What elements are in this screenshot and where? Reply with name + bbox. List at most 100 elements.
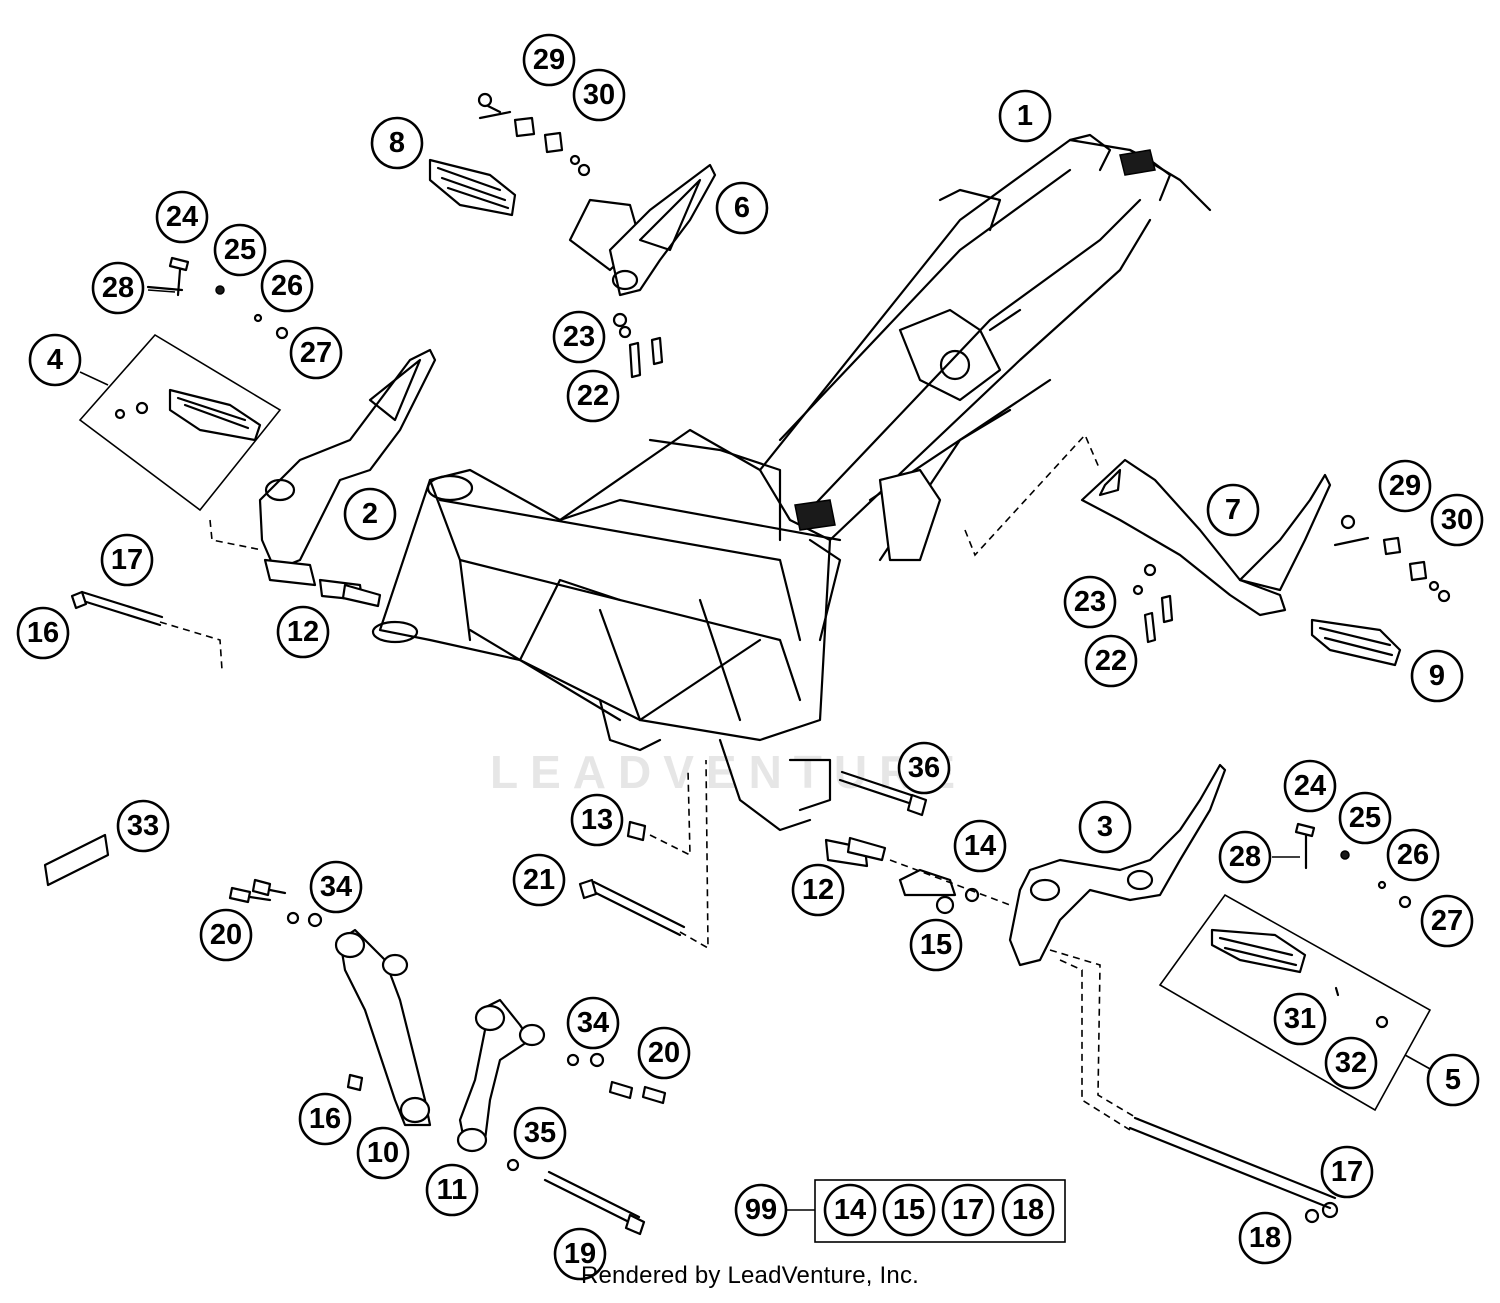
svg-text:99: 99 (745, 1194, 777, 1226)
callout-22-top: 22 (566, 369, 620, 423)
svg-text:18: 18 (1249, 1222, 1281, 1254)
right-long-axles (1128, 1116, 1339, 1224)
svg-text:9: 9 (1429, 660, 1445, 692)
leader-5 (1404, 1054, 1433, 1071)
kit-item-15: 15 (882, 1183, 936, 1237)
kit-item-17: 17 (941, 1183, 995, 1237)
svg-text:6: 6 (734, 192, 750, 224)
callout-12-center: 12 (791, 863, 845, 917)
callout-29-right: 29 (1378, 459, 1432, 513)
svg-text:11: 11 (437, 1174, 468, 1206)
hardware-34-20-right (566, 1052, 667, 1105)
watermark: LEADVENTURE (490, 746, 967, 798)
svg-text:20: 20 (648, 1037, 680, 1069)
frame-to-7-dashline (964, 433, 1101, 557)
pad-strip-33 (43, 833, 110, 887)
callout-16-left: 16 (16, 606, 70, 660)
callout-16-bottom: 16 (298, 1092, 352, 1146)
upper-footpeg-rubber (428, 158, 517, 217)
kit-item-18: 18 (1001, 1183, 1055, 1237)
callout-28-left: 28 (91, 261, 145, 315)
left-footpeg-rubber (114, 388, 262, 442)
svg-text:12: 12 (287, 616, 319, 648)
leader-4 (79, 371, 109, 386)
svg-text:29: 29 (533, 44, 565, 76)
callout-11: 11 (425, 1163, 479, 1217)
callout-9: 9 (1410, 649, 1464, 703)
svg-text:12: 12 (802, 874, 834, 906)
svg-text:24: 24 (166, 201, 198, 233)
svg-text:17: 17 (111, 544, 143, 576)
svg-text:22: 22 (1095, 645, 1127, 677)
callout-26-right: 26 (1386, 828, 1440, 882)
right-footpeg-rubber-5 (1210, 928, 1389, 1029)
right-axle-dashline (1049, 949, 1141, 1121)
callout-30-top: 30 (572, 68, 626, 122)
svg-text:26: 26 (1397, 839, 1429, 871)
svg-text:15: 15 (893, 1194, 925, 1226)
kit-box-99 (814, 1179, 1066, 1243)
callout-20-left: 20 (199, 908, 253, 962)
left-pivot-sleeve (318, 578, 382, 608)
callout-24-left: 24 (155, 190, 209, 244)
svg-text:28: 28 (102, 272, 134, 304)
svg-text:27: 27 (1431, 905, 1463, 937)
callout-25-right: 25 (1338, 791, 1392, 845)
svg-text:25: 25 (224, 234, 256, 266)
callout-27-left: 27 (289, 326, 343, 380)
svg-text:8: 8 (389, 127, 405, 159)
hardware-24-28-left (146, 256, 289, 340)
svg-text:16: 16 (27, 617, 59, 649)
svg-text:18: 18 (1012, 1194, 1044, 1226)
callout-18: 18 (1238, 1211, 1292, 1265)
kit-item-14: 14 (823, 1183, 877, 1237)
main-frame (371, 133, 1212, 832)
callout-3: 3 (1078, 800, 1132, 854)
nut-35 (506, 1158, 520, 1172)
svg-text:24: 24 (1294, 770, 1326, 802)
callout-35: 35 (513, 1106, 567, 1160)
svg-text:2: 2 (362, 498, 378, 530)
callout-21: 21 (512, 853, 566, 907)
svg-text:33: 33 (127, 810, 159, 842)
callout-31: 31 (1273, 992, 1327, 1046)
callout-23-top: 23 (552, 310, 606, 364)
svg-text:30: 30 (1441, 504, 1473, 536)
callout-24-right: 24 (1283, 759, 1337, 813)
leader-28-left (147, 289, 176, 293)
callout-14: 14 (953, 819, 1007, 873)
callout-17-left: 17 (100, 533, 154, 587)
right-hanger-11 (456, 998, 546, 1153)
callout-25-left: 25 (213, 223, 267, 277)
callout-27-right: 27 (1420, 894, 1474, 948)
footpeg-kit-box-5 (1158, 893, 1432, 1112)
svg-text:17: 17 (1331, 1156, 1363, 1188)
callout-32: 32 (1324, 1036, 1378, 1090)
callout-17-right: 17 (1320, 1145, 1374, 1199)
svg-text:10: 10 (367, 1137, 399, 1169)
callout-33: 33 (116, 799, 170, 853)
svg-text:4: 4 (47, 344, 63, 376)
callout-34-left: 34 (309, 860, 363, 914)
hardware-29-30-top (477, 92, 591, 177)
svg-text:17: 17 (952, 1194, 984, 1226)
svg-text:23: 23 (1074, 586, 1106, 618)
callout-26-left: 26 (260, 259, 314, 313)
svg-text:16: 16 (309, 1103, 341, 1135)
callout-5: 5 (1426, 1053, 1480, 1107)
right-footrest-bracket (1080, 458, 1332, 617)
footpeg-kit-box-4 (78, 333, 282, 512)
svg-text:3: 3 (1097, 811, 1113, 843)
callout-15: 15 (909, 918, 963, 972)
right-rear-bracket (1008, 763, 1227, 967)
left-bracket-dashline (209, 519, 263, 551)
svg-text:30: 30 (583, 79, 615, 111)
svg-text:36: 36 (908, 752, 940, 784)
left-axle-bolt (70, 590, 164, 627)
long-bolt-19 (543, 1170, 646, 1236)
callout-2: 2 (343, 487, 397, 541)
callout-29-top: 29 (522, 33, 576, 87)
bolt-13-dashline (649, 769, 691, 857)
rendered-by-credit: Rendered by LeadVenture, Inc. (580, 1262, 920, 1289)
